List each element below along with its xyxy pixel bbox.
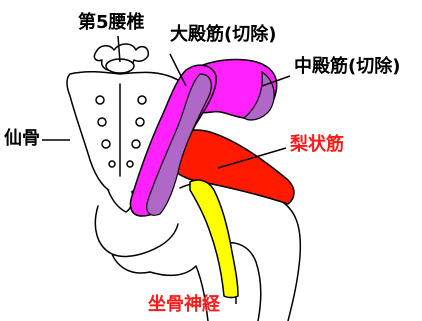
label-sciatic-nerve: 坐骨神経 <box>148 296 220 314</box>
sacral-foramen <box>132 140 140 148</box>
sacral-foramen <box>109 161 115 167</box>
sacral-foramen <box>136 118 144 126</box>
label-gluteus-medius: 中殿筋(切除) <box>294 58 400 76</box>
ischium-outline <box>95 206 178 273</box>
sacral-foramen <box>96 96 104 104</box>
coccyx <box>108 190 133 212</box>
sacral-foramen <box>98 118 106 126</box>
sacral-foramen <box>102 140 110 148</box>
label-sacrum: 仙骨 <box>4 130 40 148</box>
sacral-foramen <box>127 161 133 167</box>
sacral-foramen <box>138 96 146 104</box>
label-l5-vertebra: 第5腰椎 <box>78 14 145 32</box>
label-piriformis: 梨状筋 <box>290 136 344 154</box>
label-gluteus-maximus: 大殿筋(切除) <box>170 26 276 44</box>
